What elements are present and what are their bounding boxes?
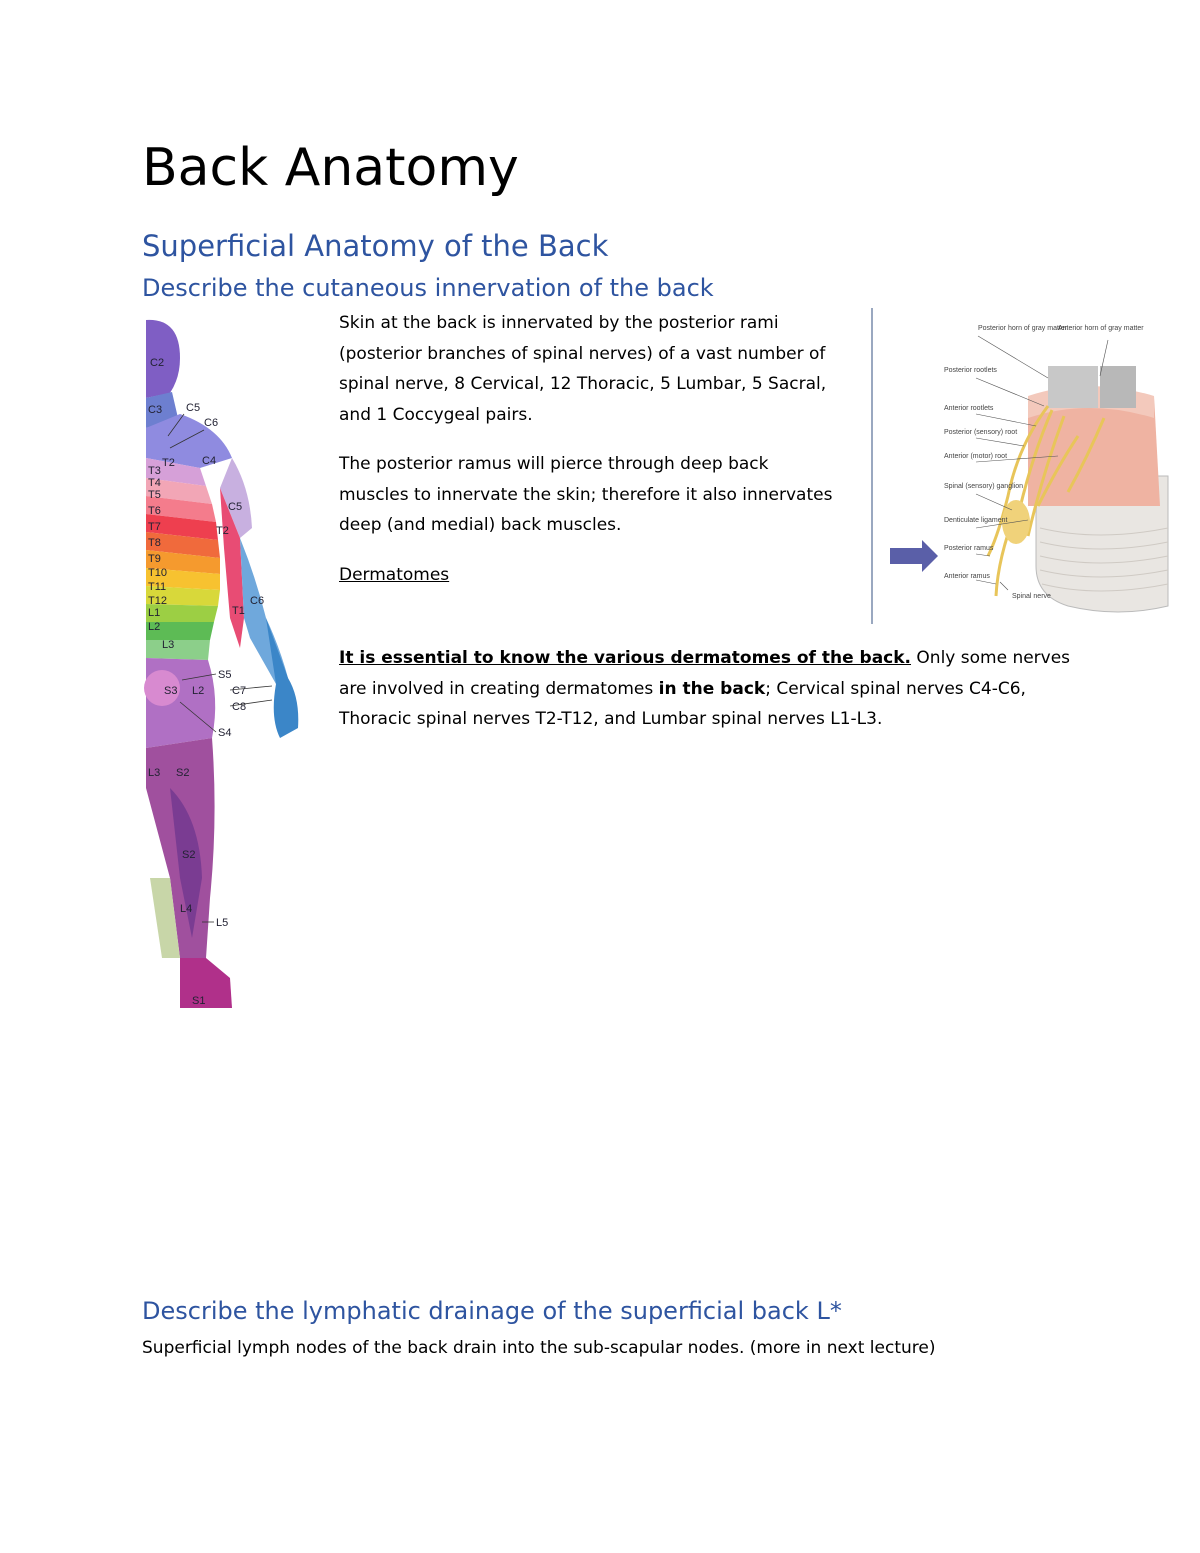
label-t12: T12 xyxy=(148,595,167,607)
label-c5-arm: C5 xyxy=(228,501,242,513)
spinal-cord-figure: Posterior horn of gray matter Anterior h… xyxy=(890,325,1169,613)
label-c7: C7 xyxy=(232,685,246,697)
essential-text-b: ; Cervical spinal nerves C4-C6, Thoracic… xyxy=(339,678,1026,730)
label-l4-leg: L4 xyxy=(180,903,192,915)
label-c6: C6 xyxy=(204,417,218,429)
label-spinal-ganglion: Spinal (sensory) ganglion xyxy=(944,483,1023,490)
label-posterior-rootlets: Posterior rootlets xyxy=(944,367,997,374)
label-posterior-horn: Posterior horn of gray matter xyxy=(978,325,1068,332)
dermatome-figure: C2 C3 C5 C6 C4 T2 T3 T4 T5 T6 T7 T8 T9 T… xyxy=(144,319,299,1008)
subheading-lymphatic: Describe the lymphatic drainage of the s… xyxy=(142,1297,842,1325)
label-l1: L1 xyxy=(148,607,160,619)
paragraph-posterior-rami: Skin at the back is innervated by the po… xyxy=(339,313,827,425)
paragraph-posterior-ramus: The posterior ramus will pierce through … xyxy=(339,454,833,535)
label-posterior-root: Posterior (sensory) root xyxy=(944,429,1017,436)
essential-text-a: Only some nerves are involved in creatin… xyxy=(339,648,1071,699)
label-c6-arm: C6 xyxy=(250,595,264,607)
label-anterior-horn: Anterior horn of gray matter xyxy=(1058,325,1144,332)
subheading-cutaneous: Describe the cutaneous innervation of th… xyxy=(142,274,714,302)
label-s3: S3 xyxy=(164,685,177,697)
label-s2-leg: S2 xyxy=(182,849,195,861)
intro-text: Skin at the back is innervated by the po… xyxy=(339,308,839,609)
label-l5-leg: L5 xyxy=(216,917,228,929)
label-t7: T7 xyxy=(148,521,161,533)
label-t9: T9 xyxy=(148,553,161,565)
label-t3: T3 xyxy=(148,465,161,477)
label-anterior-ramus: Anterior ramus xyxy=(944,573,990,580)
dermatomes-label: Dermatomes xyxy=(339,564,450,585)
label-t11: T11 xyxy=(148,581,166,593)
label-t6: T6 xyxy=(148,505,161,517)
label-c5: C5 xyxy=(186,402,200,414)
label-c8: C8 xyxy=(232,701,246,713)
figure-divider xyxy=(871,308,873,624)
label-c4: C4 xyxy=(202,455,216,467)
label-c2: C2 xyxy=(150,357,164,369)
paragraph-lymph: Superficial lymph nodes of the back drai… xyxy=(142,1338,936,1358)
label-s5: S5 xyxy=(218,669,231,681)
label-denticulate: Denticulate ligament xyxy=(944,517,1007,524)
label-l3: L3 xyxy=(162,639,174,651)
label-l2-hip: L2 xyxy=(192,685,204,697)
label-l3-leg: L3 xyxy=(148,767,160,779)
label-t4: T4 xyxy=(148,477,161,489)
label-t1-arm: T1 xyxy=(232,605,245,617)
essential-bold: in the back xyxy=(658,678,766,699)
label-t2: T2 xyxy=(162,457,175,469)
label-anterior-rootlets: Anterior rootlets xyxy=(944,405,994,412)
label-anterior-root: Anterior (motor) root xyxy=(944,453,1007,460)
label-t10: T10 xyxy=(148,567,167,579)
essential-paragraph: It is essential to know the various derm… xyxy=(339,643,1079,735)
label-spinal-nerve: Spinal nerve xyxy=(1012,593,1051,600)
label-s2: S2 xyxy=(176,767,189,779)
section-heading: Superficial Anatomy of the Back xyxy=(142,229,609,263)
label-s1: S1 xyxy=(192,995,205,1007)
lymph-text: Superficial lymph nodes of the back drai… xyxy=(142,1333,1042,1364)
label-posterior-ramus: Posterior ramus xyxy=(944,545,994,552)
label-c3: C3 xyxy=(148,404,162,416)
page-title: Back Anatomy xyxy=(142,138,519,198)
label-t5: T5 xyxy=(148,489,161,501)
label-t8: T8 xyxy=(148,537,161,549)
label-s4: S4 xyxy=(218,727,231,739)
pointer-arrow-icon xyxy=(890,540,938,572)
essential-emphasis: It is essential to know the various derm… xyxy=(339,648,912,668)
label-l2: L2 xyxy=(148,621,160,633)
label-t2-arm: T2 xyxy=(216,525,229,537)
